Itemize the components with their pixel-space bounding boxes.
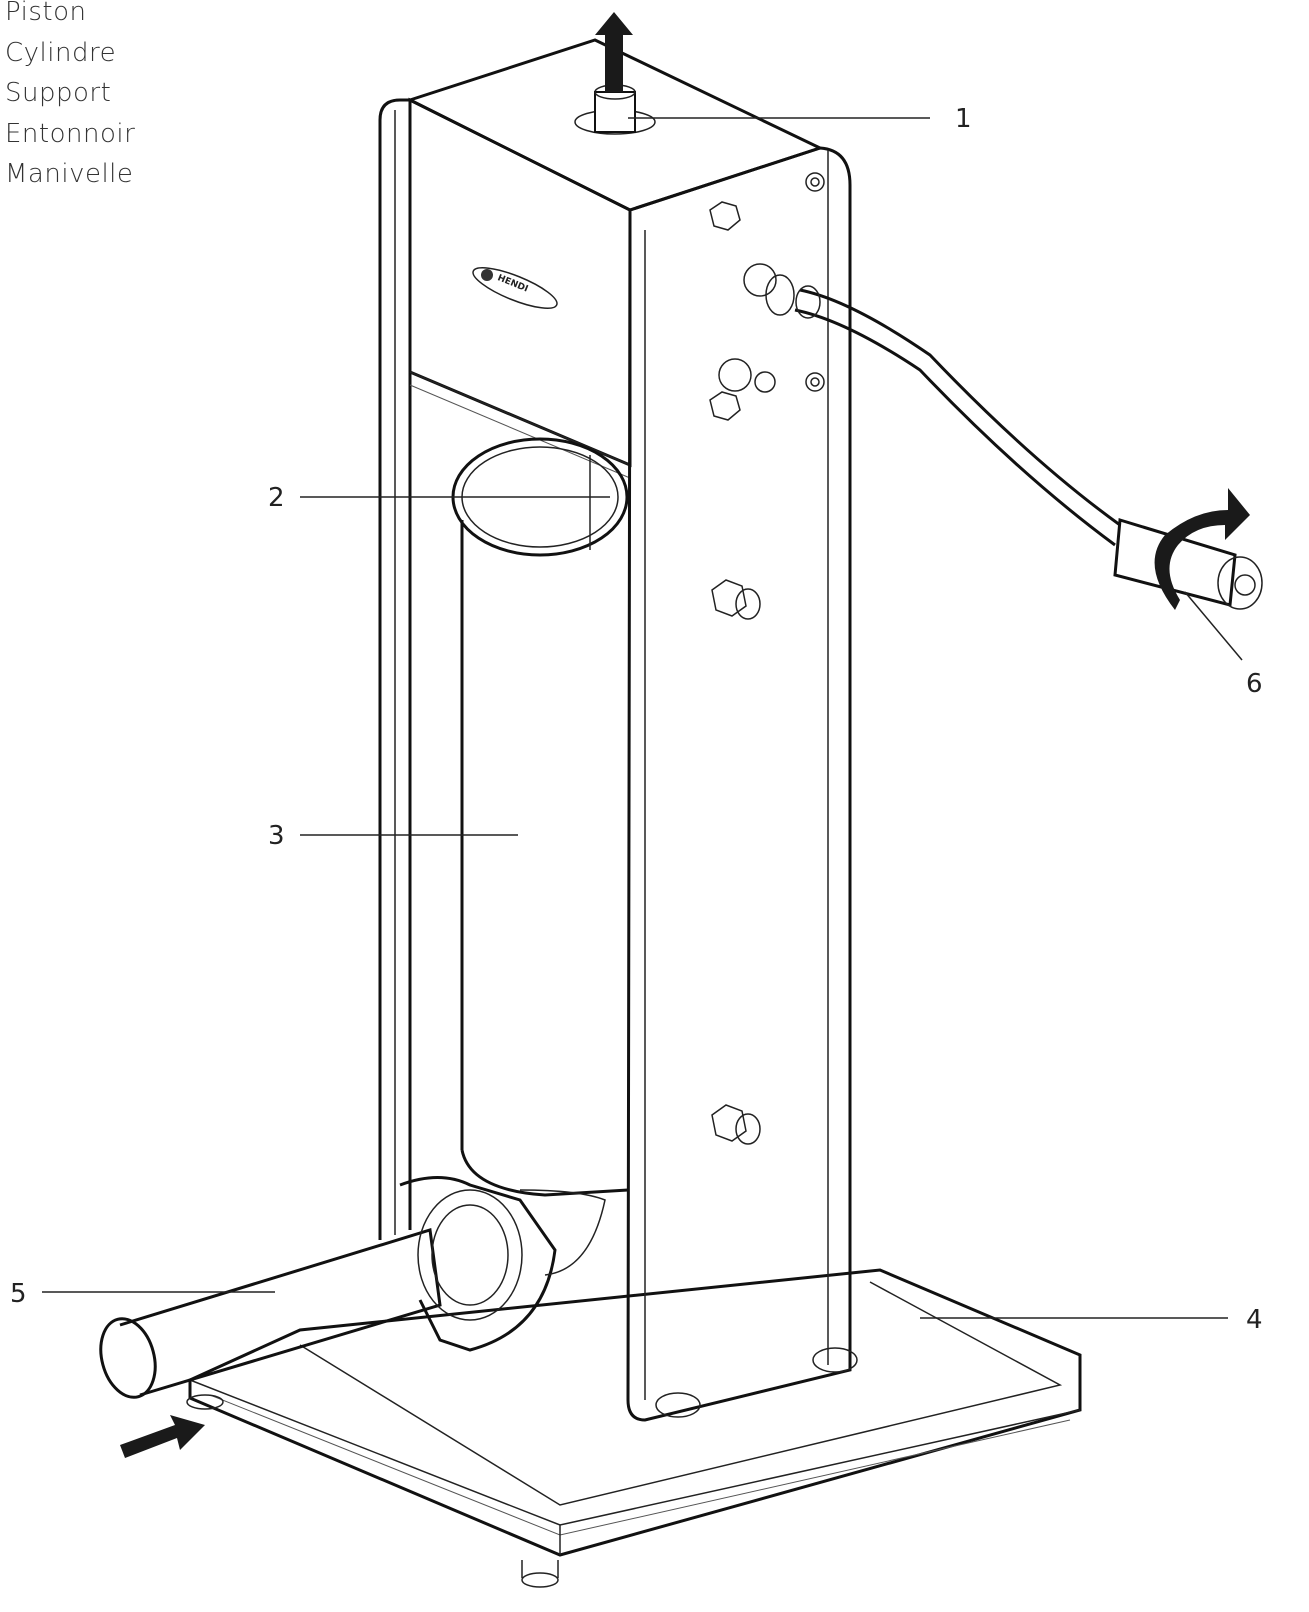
cylinder (451, 437, 629, 1197)
callout-4: 4 (1246, 1305, 1263, 1335)
rotate-arrow-icon (1154, 488, 1250, 610)
parts-legend: Piston Cylindre Support Entonnoir Manive… (5, 0, 135, 195)
callout-3: 3 (268, 821, 285, 851)
funnel (99, 1176, 606, 1458)
up-arrow-icon (595, 12, 633, 92)
legend-item-support: Support (5, 78, 112, 108)
callout-1: 1 (955, 104, 972, 134)
legend-item-cylinder: Cylindre (5, 37, 117, 68)
cap-nut (711, 579, 761, 620)
rear-frame (378, 98, 412, 1240)
side-panel (626, 146, 858, 1422)
legend-item-piston: Piston (5, 0, 87, 27)
callout-2: 2 (268, 483, 285, 513)
callout-6: 6 (1246, 669, 1263, 699)
hendi-logo-icon (481, 269, 493, 281)
cap-nut (711, 1104, 761, 1145)
legend-item-funnel: Entonnoir (5, 118, 136, 149)
piston-rod (574, 12, 656, 135)
callout-lines (42, 117, 1243, 1319)
callout-5: 5 (10, 1279, 27, 1309)
brand-logo-text: HENDI (496, 273, 529, 294)
left-arrow-icon (120, 1415, 205, 1458)
crank-handle (765, 274, 1263, 610)
legend-item-crank: Manivelle (5, 159, 134, 189)
base-plate (186, 1268, 1082, 1588)
